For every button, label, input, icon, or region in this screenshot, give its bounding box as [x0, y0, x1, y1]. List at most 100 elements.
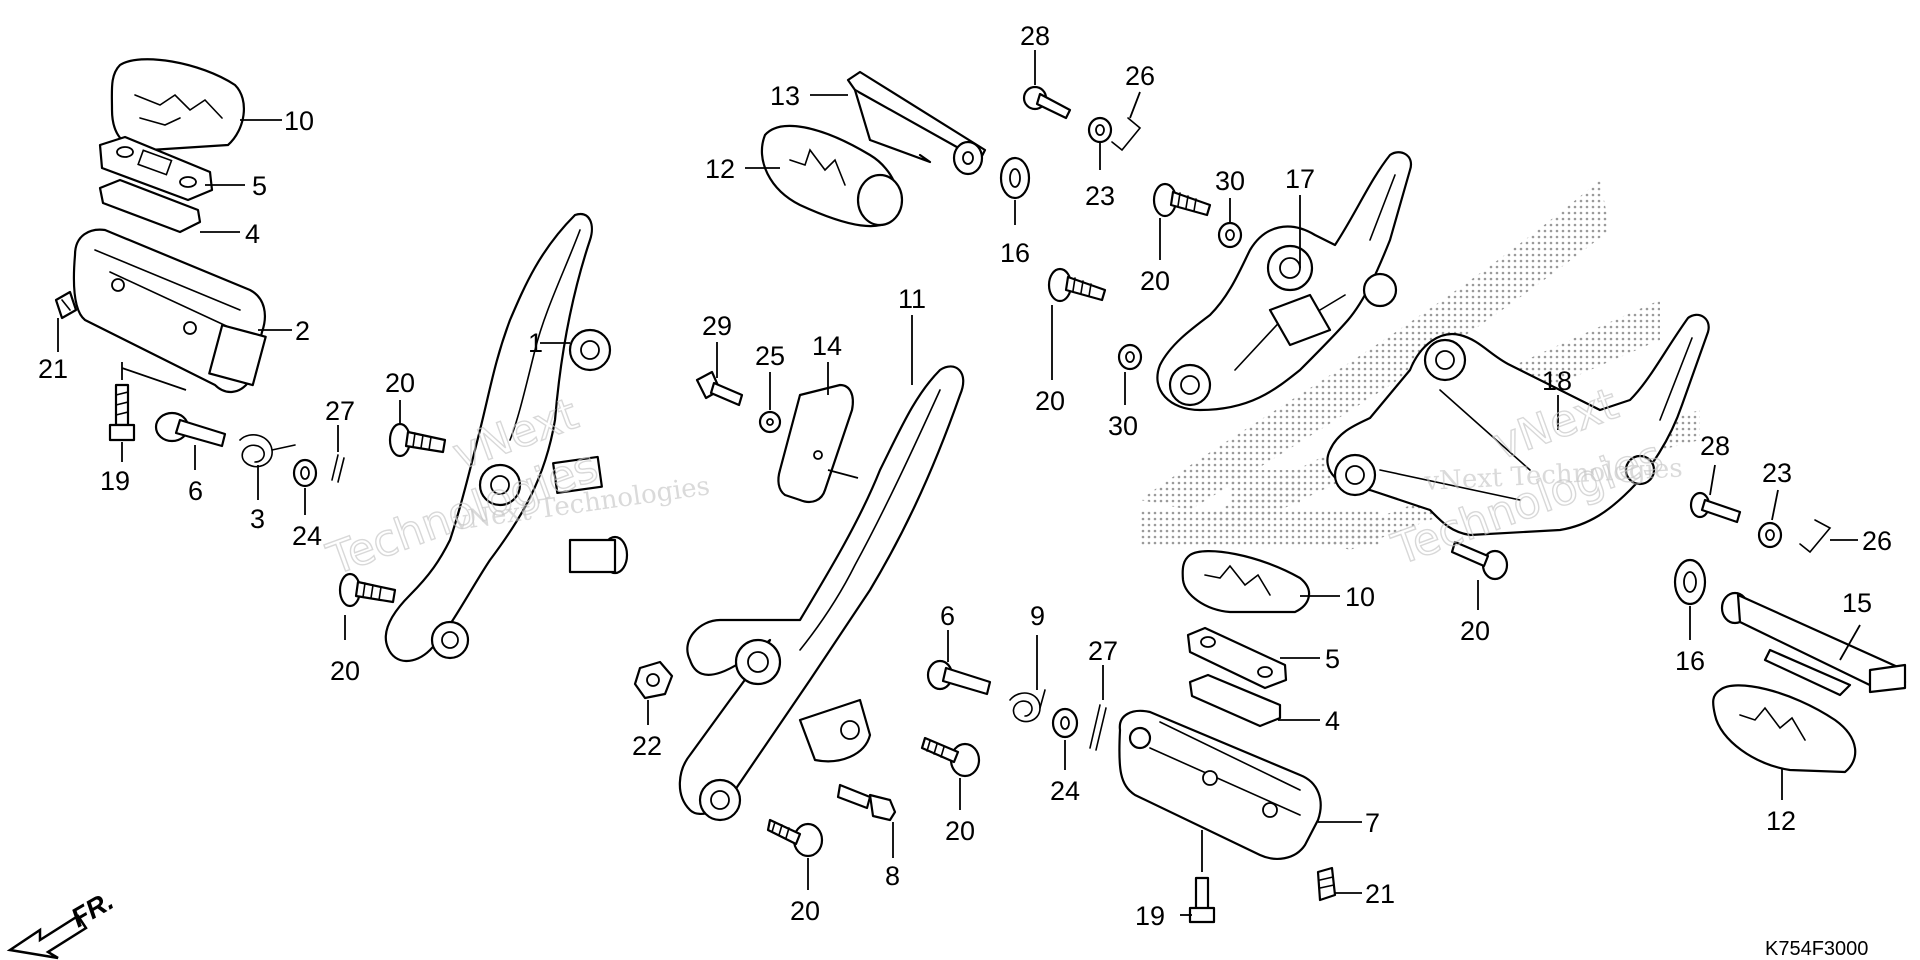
callout-22: 22 [632, 731, 662, 761]
callout-16: 16 [1675, 646, 1705, 676]
part-6-pin-left [154, 411, 227, 448]
part-17-bracket [1156, 151, 1413, 412]
callout-4: 4 [1325, 706, 1340, 736]
callout-19: 19 [100, 466, 130, 496]
callout-17: 17 [1285, 164, 1315, 194]
callout-labels: 10 5 4 2 21 19 6 3 24 27 20 20 1 13 12 1… [38, 21, 1892, 931]
part-12-rubber-right [1712, 684, 1857, 774]
part-5-plate-left [98, 135, 214, 202]
callout-25: 25 [755, 341, 785, 371]
part-4-plate-left [98, 178, 202, 234]
callout-4: 4 [245, 219, 260, 249]
part-11-guard [678, 365, 965, 822]
callout-30: 30 [1215, 166, 1245, 196]
part-22-nut [633, 660, 674, 700]
part-12-rubber-left [760, 124, 904, 228]
callout-19: 19 [1135, 901, 1165, 931]
part-20-bolt-e [1152, 182, 1212, 218]
part-4-plate-right [1188, 673, 1282, 728]
part-20-bolt-d [920, 736, 981, 778]
callout-21: 21 [1365, 879, 1395, 909]
part-19-bolt-left [108, 383, 136, 442]
diagram-code: K754F3000 [1765, 938, 1868, 960]
callout-28: 28 [1700, 431, 1730, 461]
part-24-washer-center [1051, 707, 1079, 739]
part-30-washer-b [1117, 343, 1143, 371]
callout-18: 18 [1542, 366, 1572, 396]
part-10-footpeg-rubber-left [110, 58, 245, 152]
callout-21: 21 [38, 354, 68, 384]
part-8-bolt [836, 783, 897, 822]
callout-20: 20 [945, 816, 975, 846]
part-20-bolt-f [1047, 267, 1107, 303]
part-27-cotter-pin-left [331, 454, 345, 483]
front-arrow-icon [6, 914, 88, 960]
callout-14: 14 [812, 331, 842, 361]
callout-20: 20 [385, 368, 415, 398]
part-20-bolt-g [1450, 540, 1509, 581]
part-3-spring-left [239, 434, 296, 468]
leader-lines [57, 50, 1861, 916]
callout-20: 20 [790, 896, 820, 926]
callout-23: 23 [1085, 181, 1115, 211]
part-19-bolt-right [1188, 876, 1216, 924]
callout-12: 12 [705, 154, 735, 184]
callout-16: 16 [1000, 238, 1030, 268]
callout-20: 20 [1035, 386, 1065, 416]
part-20-bolt-b [338, 572, 397, 608]
callout-24: 24 [1050, 776, 1080, 806]
part-21-screw-right [1316, 866, 1337, 902]
callout-8: 8 [885, 861, 900, 891]
part-23-washer-right [1757, 521, 1783, 549]
callout-26: 26 [1862, 526, 1892, 556]
part-26-clip-top [1111, 117, 1142, 152]
callout-10: 10 [1345, 582, 1375, 612]
part-18-bracket [1326, 313, 1710, 537]
callout-15: 15 [1842, 588, 1872, 618]
part-27-cotter-pin-center [1089, 704, 1107, 751]
callout-7: 7 [1365, 808, 1380, 838]
part-1-bracket-left [384, 212, 629, 663]
part-14-plate [777, 383, 854, 504]
callout-2: 2 [295, 316, 310, 346]
part-5-plate-right [1186, 626, 1288, 690]
part-20-bolt-a [388, 422, 447, 458]
callout-3: 3 [250, 504, 265, 534]
callout-12: 12 [1766, 806, 1796, 836]
callout-30: 30 [1108, 411, 1138, 441]
part-16-washer-right [1673, 558, 1707, 606]
callout-10: 10 [284, 106, 314, 136]
callout-6: 6 [188, 476, 203, 506]
part-26-clip-right [1799, 519, 1832, 554]
part-28-pin-right [1689, 491, 1742, 524]
part-23-washer-top [1087, 116, 1113, 144]
callout-5: 5 [252, 171, 267, 201]
part-24-washer-left [292, 458, 318, 488]
callout-20: 20 [1140, 266, 1170, 296]
part-6-pin-center [926, 659, 992, 696]
part-13-heel-guard [846, 70, 987, 176]
part-9-spring [1009, 689, 1046, 723]
part-28-pin-top [1022, 85, 1072, 120]
callout-26: 26 [1125, 61, 1155, 91]
part-10-footpeg-rubber-right [1181, 550, 1311, 614]
part-2-footpeg-left [72, 228, 267, 393]
callout-20: 20 [330, 656, 360, 686]
callout-28: 28 [1020, 21, 1050, 51]
callout-24: 24 [292, 521, 322, 551]
part-29-bolt [695, 370, 744, 407]
callout-29: 29 [702, 311, 732, 341]
callout-5: 5 [1325, 644, 1340, 674]
part-16-washer-left [999, 156, 1031, 200]
callout-27: 27 [325, 396, 355, 426]
part-30-washer-a [1217, 221, 1243, 249]
callout-9: 9 [1030, 601, 1045, 631]
callout-1: 1 [528, 328, 543, 358]
callout-6: 6 [940, 601, 955, 631]
part-15-heel-guard [1720, 591, 1907, 697]
part-7-footpeg-right [1118, 709, 1322, 860]
part-21-screw-left [54, 290, 78, 320]
callout-20: 20 [1460, 616, 1490, 646]
part-25-washer [758, 410, 782, 434]
